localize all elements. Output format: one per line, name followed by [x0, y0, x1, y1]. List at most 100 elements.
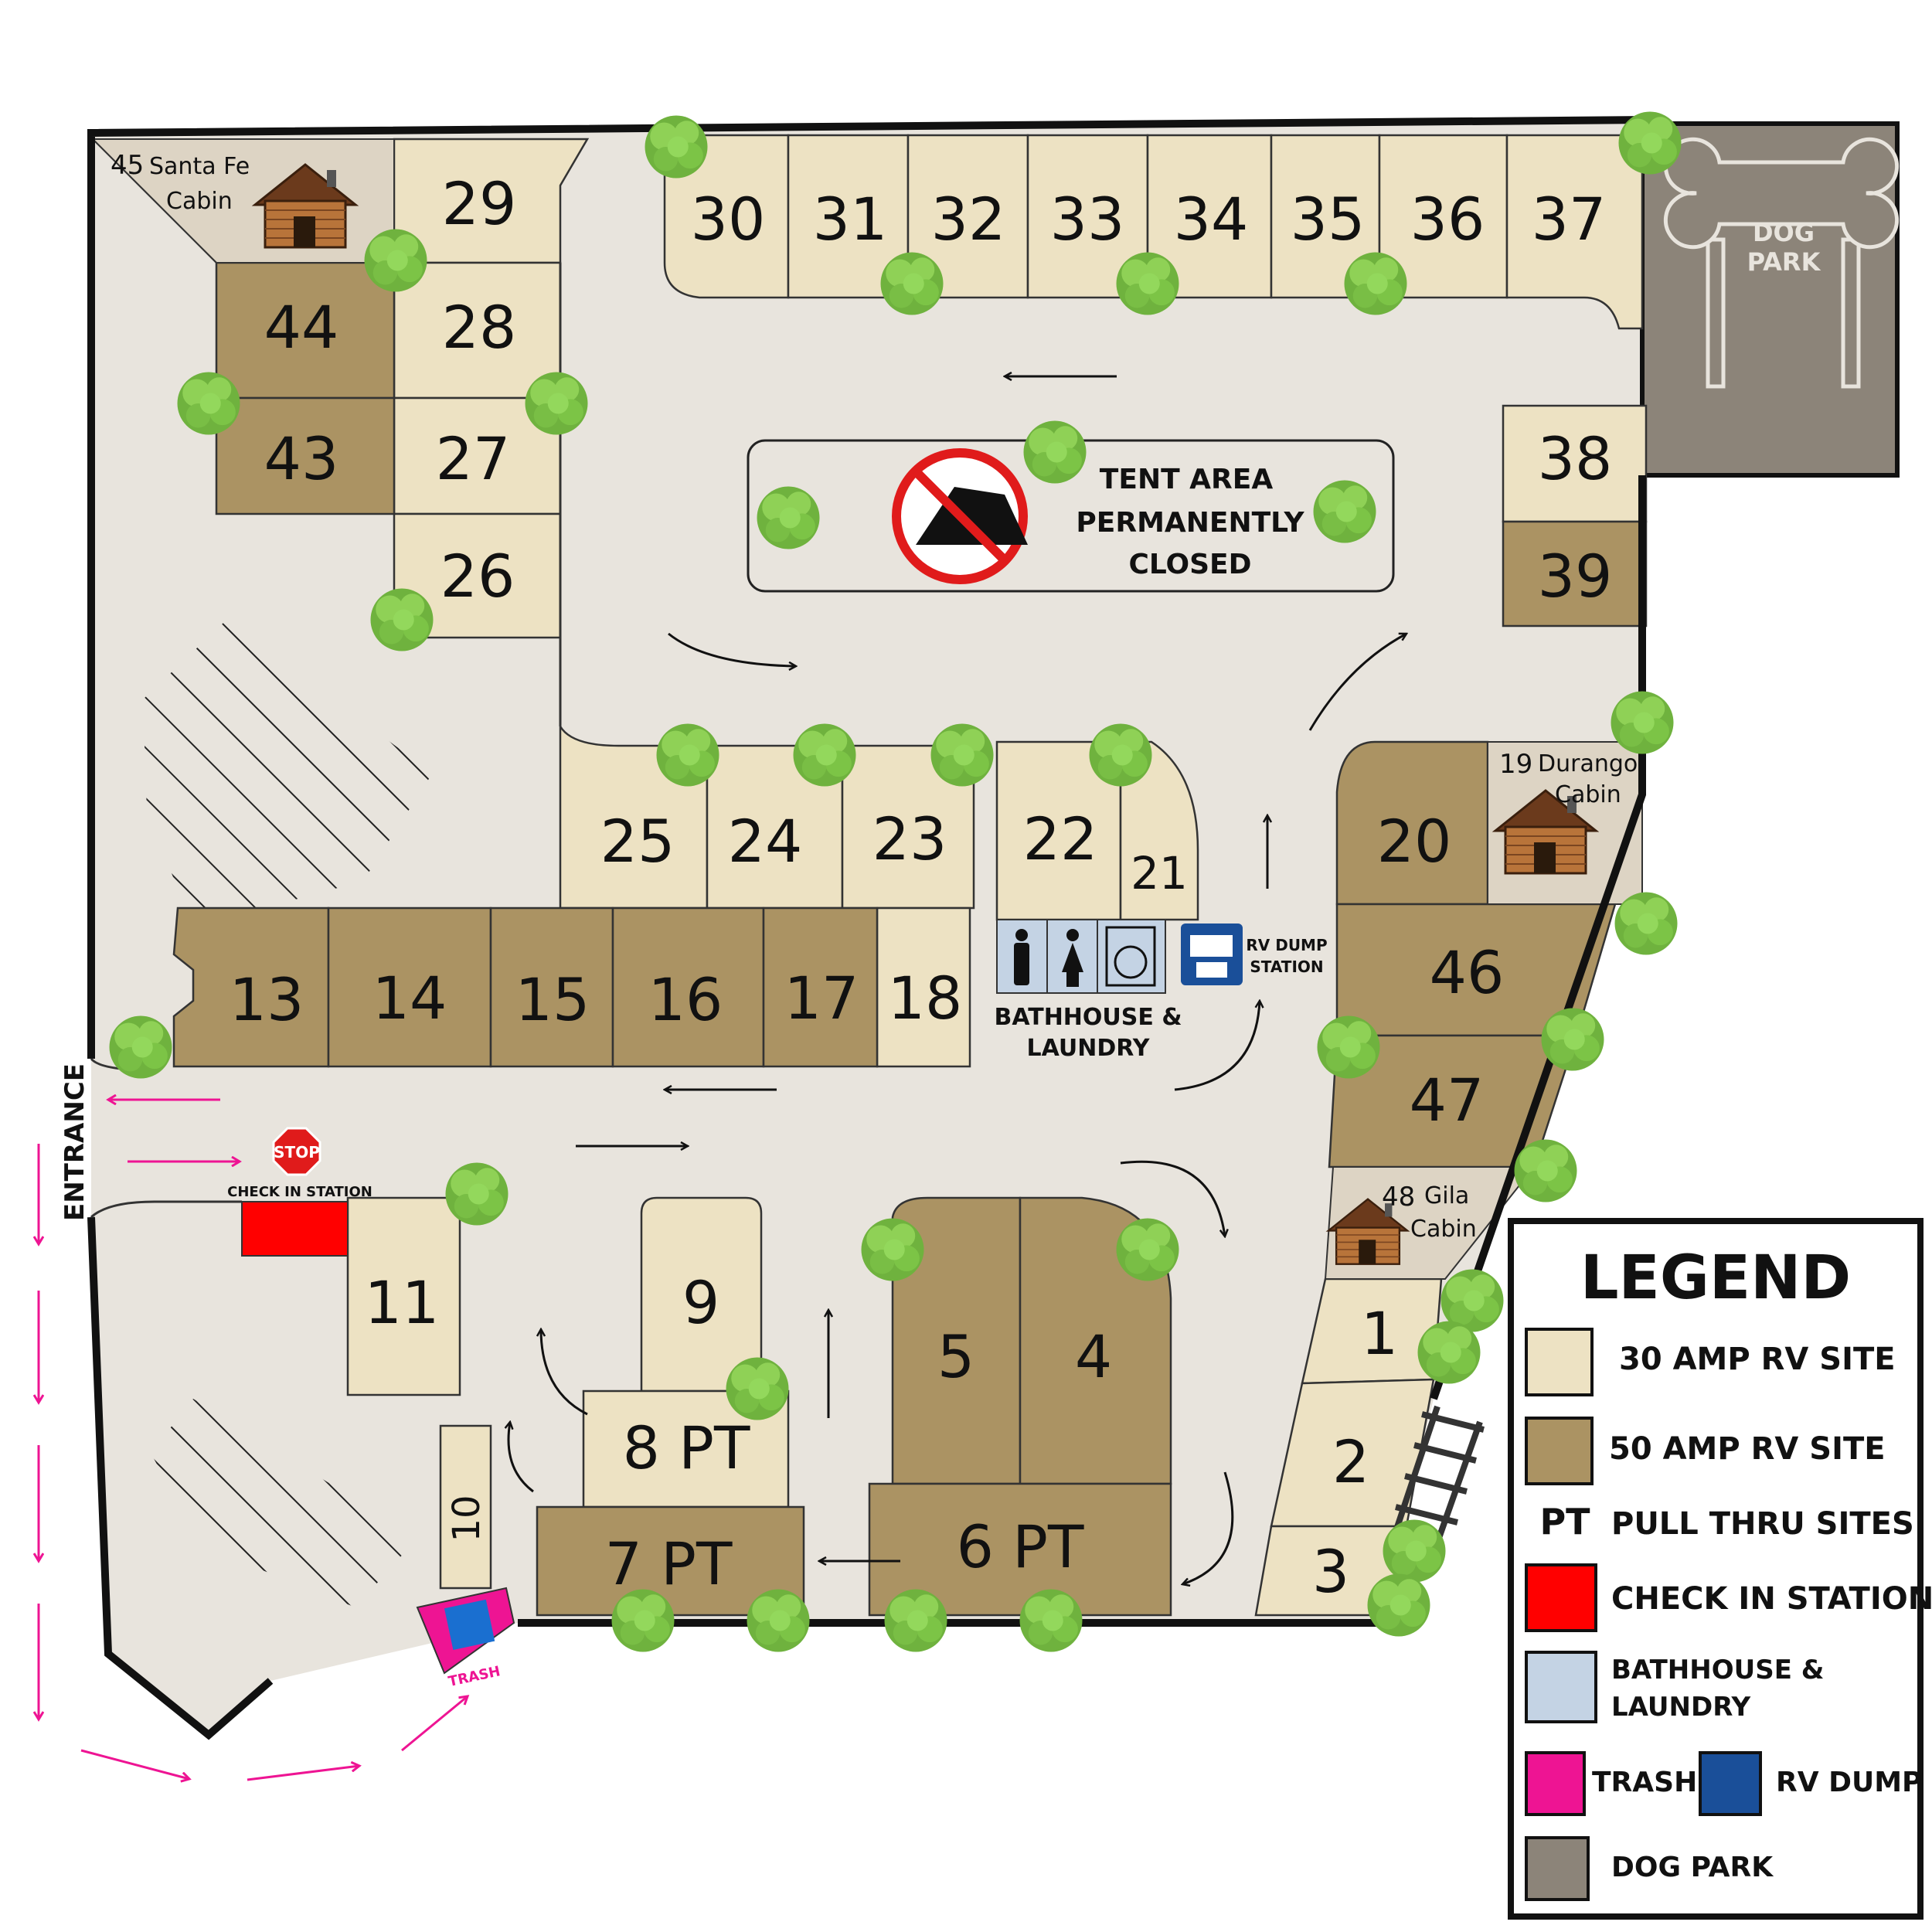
site-29-label: 29	[442, 169, 517, 238]
tree-icon	[445, 1162, 509, 1226]
site-30-label: 30	[691, 185, 766, 253]
tree-icon	[1089, 723, 1152, 787]
site-44-label: 44	[264, 293, 339, 362]
legend-bathhouse-label-line1: BATHHOUSE &	[1611, 1655, 1824, 1685]
site-38[interactable]	[1502, 404, 1648, 523]
site-43-label: 43	[264, 424, 339, 493]
gila-cabin-number: 48	[1382, 1182, 1415, 1213]
site-31-label: 31	[813, 185, 888, 253]
tree-icon	[1618, 111, 1682, 175]
site-22-label: 22	[1023, 804, 1098, 873]
tree-icon	[793, 723, 856, 787]
site-30[interactable]	[663, 134, 790, 299]
stop-sign-text: STOP	[274, 1143, 320, 1162]
site-15[interactable]	[489, 906, 614, 1068]
durango-cabin-number: 19	[1499, 749, 1532, 780]
bathhouse-label-line2: LAUNDRY	[1027, 1035, 1151, 1062]
site-39[interactable]	[1502, 520, 1648, 628]
site-17[interactable]	[762, 906, 879, 1068]
durango-cabin-word: Cabin	[1555, 781, 1621, 808]
tree-icon	[1313, 480, 1376, 543]
washing-machine-icon	[1105, 926, 1156, 987]
tree-icon	[1514, 1139, 1577, 1202]
site-4-label: 4	[1075, 1322, 1112, 1391]
tree-icon	[525, 372, 588, 435]
legend-trash-label: TRASH	[1592, 1767, 1697, 1798]
tree-icon	[1417, 1321, 1481, 1384]
site-9-label: 9	[682, 1268, 719, 1337]
legend-swatch-bathhouse	[1525, 1651, 1597, 1723]
site-3-label: 3	[1312, 1537, 1349, 1606]
site-34-label: 34	[1174, 185, 1249, 253]
site-23-label: 23	[872, 804, 947, 873]
site-20-label: 20	[1377, 807, 1452, 876]
gila-cabin-name: Gila	[1424, 1182, 1469, 1209]
site-28-label: 28	[442, 293, 517, 362]
rv-dump-label-line2: STATION	[1250, 957, 1323, 976]
legend-50amp-label: 50 AMP RV SITE	[1609, 1431, 1886, 1467]
dog-park-bone-icon: DOG PARK	[1663, 137, 1900, 389]
tree-icon	[1614, 892, 1678, 955]
santa-fe-cabin-name: Santa Fe	[149, 153, 250, 180]
site-43[interactable]	[215, 396, 396, 515]
legend-swatch-50amp	[1525, 1417, 1594, 1485]
site-32-label: 32	[931, 185, 1006, 253]
legend-bathhouse-label-line2: LAUNDRY	[1611, 1692, 1751, 1723]
site-38-label: 38	[1538, 424, 1613, 493]
tree-icon	[656, 723, 719, 787]
rv-dump-label-line1: RV DUMP	[1246, 936, 1327, 954]
legend: LEGEND 30 AMP RV SITE 50 AMP RV SITE PT …	[1508, 1218, 1932, 1920]
site-10[interactable]	[439, 1424, 492, 1590]
tree-icon	[1541, 1008, 1604, 1071]
site-16-label: 16	[648, 965, 723, 1034]
hatched-field-lower	[151, 1399, 417, 1607]
tree-icon	[1317, 1015, 1380, 1079]
legend-swatch-rvdump	[1699, 1751, 1762, 1816]
stop-sign-icon: STOP	[272, 1127, 321, 1176]
traffic-arrows	[509, 376, 1406, 1584]
tree-icon	[364, 229, 427, 292]
site-17-label: 17	[784, 964, 859, 1032]
site-9[interactable]	[640, 1196, 763, 1393]
legend-30amp-label: 30 AMP RV SITE	[1619, 1342, 1896, 1377]
site-35-label: 35	[1291, 185, 1366, 253]
tent-area-label-line3: CLOSED	[1128, 549, 1251, 580]
legend-swatch-dogpark	[1525, 1836, 1590, 1901]
site-21[interactable]	[1119, 740, 1199, 921]
tree-icon	[1367, 1573, 1430, 1637]
site-46-label: 46	[1430, 938, 1505, 1007]
tree-icon	[645, 115, 708, 179]
tree-icon	[370, 588, 434, 651]
female-restroom-icon	[1062, 929, 1083, 987]
bathhouse-laundry[interactable]	[996, 919, 1166, 994]
tree-icon	[930, 723, 994, 787]
site-28[interactable]	[393, 261, 562, 400]
site-47-label: 47	[1410, 1066, 1485, 1134]
rv-dump-station[interactable]	[1181, 923, 1243, 985]
trash-bin[interactable]	[416, 1587, 515, 1675]
tree-icon	[1344, 252, 1407, 315]
site-7-label: 7 PT	[605, 1529, 733, 1598]
legend-checkin-label: CHECK IN STATION	[1611, 1581, 1932, 1617]
male-restroom-icon	[1014, 929, 1029, 985]
site-18[interactable]	[876, 906, 971, 1068]
site-14[interactable]	[327, 906, 492, 1068]
site-24[interactable]	[706, 744, 844, 910]
santa-fe-cabin-number: 45	[111, 150, 144, 181]
check-in-station[interactable]	[241, 1201, 349, 1257]
site-13-label: 13	[230, 965, 304, 1034]
site-15-label: 15	[515, 965, 590, 1034]
tree-icon	[1023, 420, 1087, 484]
site-44[interactable]	[215, 261, 396, 400]
site-11[interactable]	[346, 1196, 461, 1396]
site-37[interactable]	[1505, 134, 1644, 330]
perimeter-wall	[87, 116, 1651, 1740]
tree-icon	[747, 1589, 810, 1652]
tree-icon	[1116, 1218, 1179, 1281]
site-16[interactable]	[611, 906, 765, 1068]
tree-icon	[177, 372, 240, 435]
entrance-label: ENTRANCE	[60, 1063, 90, 1221]
legend-pt-label: PULL THRU SITES	[1611, 1506, 1914, 1542]
site-33-label: 33	[1050, 185, 1125, 253]
site-6-label: 6 PT	[957, 1512, 1084, 1581]
